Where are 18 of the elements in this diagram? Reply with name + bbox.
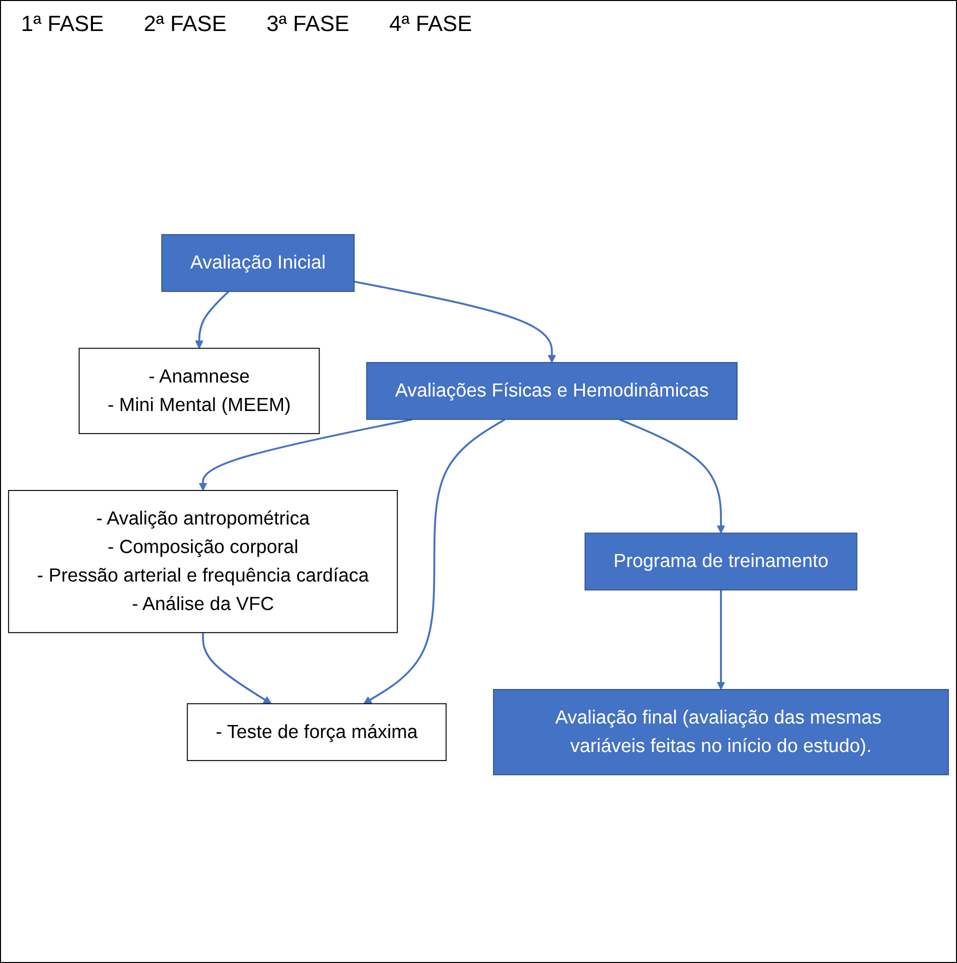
phase-label: 2ª FASE — [144, 11, 226, 37]
node-box: Avaliação Inicial — [161, 234, 355, 292]
node-box: - Avalição antropométrica - Composição corporal - Pressão arterial e frequência cardíaca - Análise da VFC — [8, 490, 398, 633]
node-box: Avaliação final (avaliação das mesmas variáveis feitas no início do estudo). — [493, 688, 949, 776]
arrow — [198, 418, 412, 491]
arrow — [195, 290, 230, 348]
arrow — [354, 280, 556, 363]
node-box: Programa de treinamento — [584, 532, 858, 590]
node-box: - Teste de força máxima — [186, 703, 447, 761]
phase-label: 1ª FASE — [21, 11, 104, 37]
arrow — [619, 418, 726, 534]
arrow — [202, 632, 272, 704]
phase-label: 3ª FASE — [266, 11, 350, 37]
phase-label: 4ª FASE — [389, 11, 472, 37]
arrow — [716, 590, 726, 690]
arrow — [363, 418, 506, 704]
node-box: - Anamnese - Mini Mental (MEEM) — [78, 348, 320, 434]
node-box: Avaliações Físicas e Hemodinâmicas — [366, 362, 738, 420]
